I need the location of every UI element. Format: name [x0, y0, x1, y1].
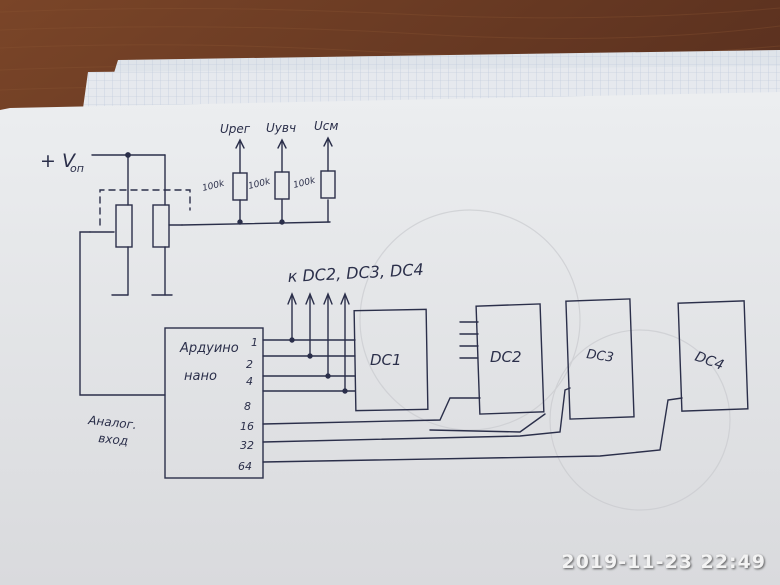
pin-label-4: 4: [246, 375, 253, 388]
supply-subscript: оп: [70, 162, 84, 175]
analog-label-1: Аналог.: [87, 413, 138, 432]
output-label-2: Uувч: [266, 121, 296, 135]
pin-label-64: 64: [238, 460, 252, 473]
hand-drawn-schematic: [79, 136, 749, 479]
photo-timestamp: 2019-11-23 22:49: [561, 551, 766, 573]
supply-label: + V: [40, 150, 77, 172]
output-label-3: Uсм: [314, 119, 338, 133]
dc2-label: DC2: [490, 348, 522, 366]
pin-label-1: 1: [251, 336, 258, 349]
paper-showthrough: [359, 209, 731, 511]
analog-label-2: вход: [98, 431, 129, 448]
pin-label-8: 8: [244, 400, 251, 413]
pin-label-2: 2: [246, 358, 253, 371]
output-label-1: Uрег: [220, 122, 251, 136]
paper-sheet: [0, 92, 780, 585]
dc3-label: DC3: [585, 347, 614, 366]
mcu-label-1: Ардуино: [179, 341, 239, 356]
pin-label-32: 32: [240, 439, 254, 452]
dc1-label: DC1: [370, 351, 402, 369]
mcu-label-2: нано: [184, 369, 217, 384]
pin-label-16: 16: [240, 420, 254, 433]
